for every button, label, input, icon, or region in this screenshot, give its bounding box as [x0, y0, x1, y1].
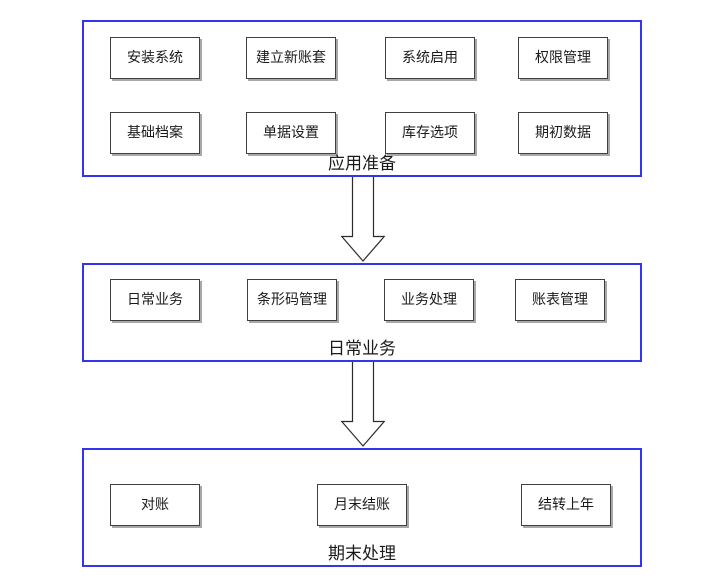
node-install-system: 安装系统: [110, 37, 200, 79]
node-daily-business: 日常业务: [110, 279, 200, 321]
node-label: 基础档案: [127, 125, 183, 141]
node-business-processing: 业务处理: [384, 279, 474, 321]
node-initial-data: 期初数据: [518, 112, 608, 154]
node-barcode-management: 条形码管理: [247, 279, 337, 321]
section-title-application-preparation: 应用准备: [328, 154, 396, 174]
down-arrow-icon: [341, 362, 385, 447]
section-title-daily-business: 日常业务: [328, 339, 396, 359]
node-create-new-account-set: 建立新账套: [246, 37, 336, 79]
node-label: 条形码管理: [257, 292, 327, 308]
node-label: 月末结账: [334, 497, 390, 513]
node-carry-forward-previous-year: 结转上年: [521, 484, 611, 526]
node-month-end-closing: 月末结账: [317, 484, 407, 526]
node-label: 业务处理: [401, 292, 457, 308]
node-label: 建立新账套: [256, 50, 326, 66]
node-label: 日常业务: [127, 292, 183, 308]
node-label: 库存选项: [402, 125, 458, 141]
node-system-enable: 系统启用: [385, 37, 475, 79]
section-application-preparation: 安装系统 建立新账套 系统启用 权限管理 基础档案 单据设置 库存选项 期初数据…: [82, 20, 642, 177]
node-label: 权限管理: [535, 50, 591, 66]
node-basic-archives: 基础档案: [110, 112, 200, 154]
down-arrow-icon: [341, 177, 385, 262]
node-label: 安装系统: [127, 50, 183, 66]
node-inventory-options: 库存选项: [385, 112, 475, 154]
node-permission-management: 权限管理: [518, 37, 608, 79]
node-label: 对账: [141, 497, 169, 513]
section-daily-business: 日常业务 条形码管理 业务处理 账表管理 日常业务: [82, 263, 642, 362]
node-label: 结转上年: [538, 497, 594, 513]
section-period-end-processing: 对账 月末结账 结转上年 期末处理: [82, 448, 642, 567]
node-account-report-management: 账表管理: [515, 279, 605, 321]
node-reconciliation: 对账: [110, 484, 200, 526]
node-label: 期初数据: [535, 125, 591, 141]
node-label: 单据设置: [263, 125, 319, 141]
node-label: 系统启用: [402, 50, 458, 66]
node-document-settings: 单据设置: [246, 112, 336, 154]
section-title-period-end-processing: 期末处理: [328, 544, 396, 564]
node-label: 账表管理: [532, 292, 588, 308]
